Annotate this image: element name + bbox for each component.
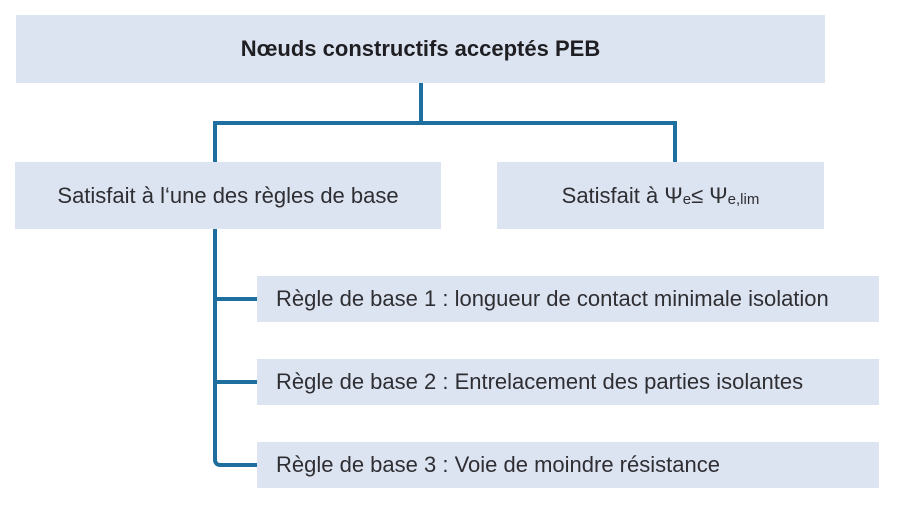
node-root-label: Nœuds constructifs acceptés PEB bbox=[240, 36, 601, 61]
connector-drop-left bbox=[213, 121, 217, 162]
node-rules-base-label: Satisfait à l‘une des règles de base bbox=[57, 182, 399, 208]
node-rule-2-label: Règle de base 2 : Entrelacement des part… bbox=[276, 369, 804, 394]
psi-label-middle: ≤ Ψ bbox=[691, 182, 728, 208]
node-root: Nœuds constructifs acceptés PEB bbox=[16, 15, 825, 83]
node-rule-2: Règle de base 2 : Entrelacement des part… bbox=[257, 359, 879, 405]
connector-split-bar bbox=[213, 121, 677, 125]
connector-drop-right bbox=[673, 121, 677, 162]
node-rules-base: Satisfait à l‘une des règles de base bbox=[15, 162, 441, 229]
psi-label-prefix: Satisfait à Ψ bbox=[561, 182, 683, 208]
connector-trunk-elbow bbox=[213, 229, 258, 467]
connector-root-stem bbox=[419, 83, 423, 125]
connector-branch-rule1 bbox=[213, 297, 258, 301]
node-rule-3-label: Règle de base 3 : Voie de moindre résist… bbox=[276, 452, 720, 477]
node-rule-3: Règle de base 3 : Voie de moindre résist… bbox=[257, 442, 879, 488]
connector-branch-rule2 bbox=[213, 380, 258, 384]
node-rule-1: Règle de base 1 : longueur de contact mi… bbox=[257, 276, 879, 322]
node-rule-1-label: Règle de base 1 : longueur de contact mi… bbox=[276, 286, 829, 311]
